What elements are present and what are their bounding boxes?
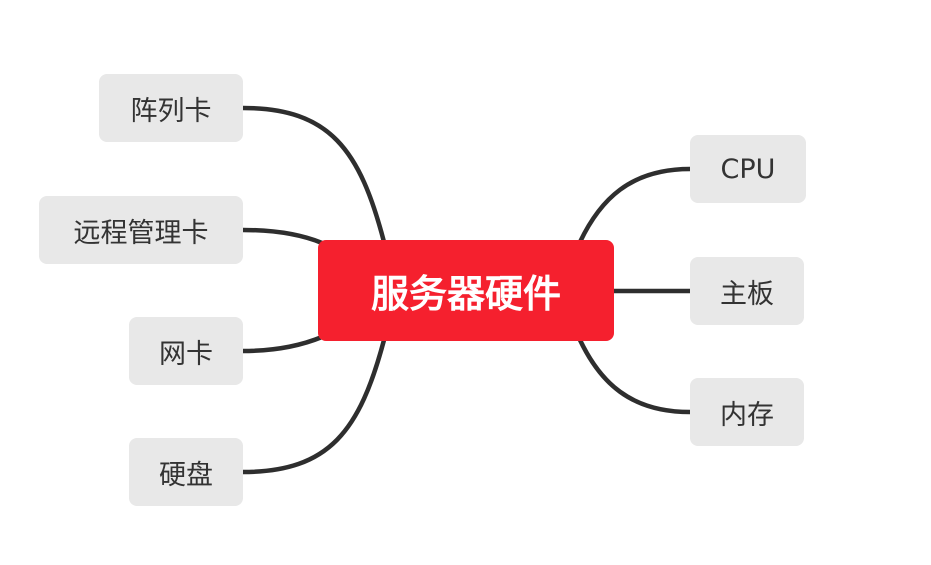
branch-label: 远程管理卡: [73, 217, 209, 249]
branch-node-nic[interactable]: 网卡: [129, 317, 243, 385]
connector-array-card: [240, 105, 387, 245]
branch-node-cpu[interactable]: CPU: [690, 135, 806, 203]
connector-cpu: [577, 166, 693, 245]
branch-label: CPU: [720, 153, 776, 185]
branch-label: 网卡: [159, 338, 213, 370]
root-node-label: 服务器硬件: [370, 272, 561, 316]
branch-label: 阵列卡: [130, 95, 212, 127]
connector-memory: [577, 337, 693, 415]
branch-label: 主板: [720, 278, 774, 310]
connector-remote-mgmt-card: [240, 227, 325, 246]
branch-node-memory[interactable]: 内存: [690, 378, 804, 446]
branch-node-array-card[interactable]: 阵列卡: [99, 74, 243, 142]
branch-label: 硬盘: [159, 459, 213, 491]
connector-nic: [240, 334, 325, 354]
connector-hdd: [240, 337, 387, 475]
branch-node-remote-mgmt-card[interactable]: 远程管理卡: [39, 196, 243, 264]
root-node[interactable]: 服务器硬件: [318, 240, 614, 341]
branch-node-motherboard[interactable]: 主板: [690, 257, 804, 325]
branch-label: 内存: [720, 399, 774, 431]
branch-node-hdd[interactable]: 硬盘: [129, 438, 243, 506]
